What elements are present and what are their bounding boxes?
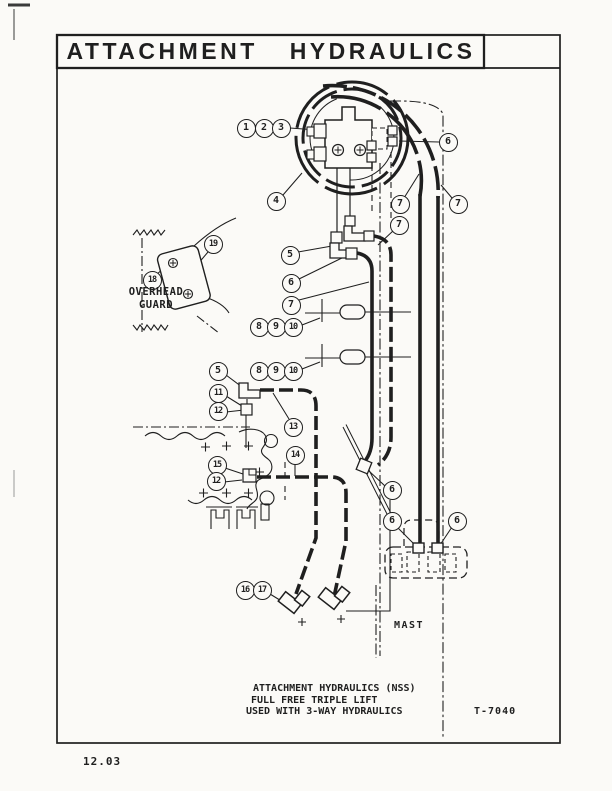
callout-11: 11 xyxy=(208,383,228,403)
callout-10: 10 xyxy=(283,317,303,337)
overhead-guard-label-line2: GUARD xyxy=(138,299,174,311)
callout-14: 14 xyxy=(285,445,305,465)
mast-assembly xyxy=(384,519,468,579)
callout-19: 19 xyxy=(203,234,223,254)
callout-6: 6 xyxy=(382,511,402,531)
callout-6: 6 xyxy=(447,511,467,531)
scan-artifacts xyxy=(8,3,30,497)
callout-18: 18 xyxy=(142,270,162,290)
caption-line-3: USED WITH 3-WAY HYDRAULICS xyxy=(246,706,403,717)
callout-7: 7 xyxy=(389,215,409,235)
callout-10: 10 xyxy=(283,361,303,381)
callout-7: 7 xyxy=(390,194,410,214)
frame-outline xyxy=(133,399,279,529)
page-number: 12.03 xyxy=(83,755,122,768)
callout-1: 1 xyxy=(236,118,256,138)
valve-drop-lines xyxy=(336,168,351,232)
callout-7: 7 xyxy=(281,295,301,315)
callout-8: 8 xyxy=(249,361,269,381)
callout-9: 9 xyxy=(266,317,286,337)
callout-5: 5 xyxy=(208,361,228,381)
callout-8: 8 xyxy=(249,317,269,337)
callout-2: 2 xyxy=(254,118,274,138)
callout-17: 17 xyxy=(252,580,272,600)
callout-13: 13 xyxy=(283,417,303,437)
callout-16: 16 xyxy=(235,580,255,600)
plus-marks xyxy=(199,441,345,626)
figure-number: T-7040 xyxy=(474,706,517,717)
callout-5: 5 xyxy=(280,245,300,265)
callout-4: 4 xyxy=(266,191,286,211)
page-frame xyxy=(55,33,561,744)
page-title: ATTACHMENT HYDRAULICS xyxy=(57,35,485,68)
callout-9: 9 xyxy=(266,361,286,381)
callout-6: 6 xyxy=(382,480,402,500)
callout-12: 12 xyxy=(206,471,226,491)
lower-hoses xyxy=(257,388,348,598)
mid-hoses xyxy=(356,234,393,467)
callout-7: 7 xyxy=(448,194,468,214)
callout-6: 6 xyxy=(438,132,458,152)
callout-3: 3 xyxy=(271,118,291,138)
fittings xyxy=(156,106,444,615)
overhead-guard-label: OVERHEAD GUARD xyxy=(112,286,200,312)
mast-hoses xyxy=(322,83,440,543)
figure-caption: ATTACHMENT HYDRAULICS (NSS) FULL FREE TR… xyxy=(246,683,416,718)
callout-6: 6 xyxy=(281,273,301,293)
page-title-text: ATTACHMENT HYDRAULICS xyxy=(66,38,476,64)
overhead-guard-label-line1: OVERHEAD xyxy=(128,286,184,298)
callout-12: 12 xyxy=(208,401,228,421)
caption-line-1: ATTACHMENT HYDRAULICS (NSS) xyxy=(253,683,416,694)
mast-label: MAST xyxy=(394,620,425,631)
hose-clamps xyxy=(305,299,411,367)
caption-line-2: FULL FREE TRIPLE LIFT xyxy=(251,694,378,706)
